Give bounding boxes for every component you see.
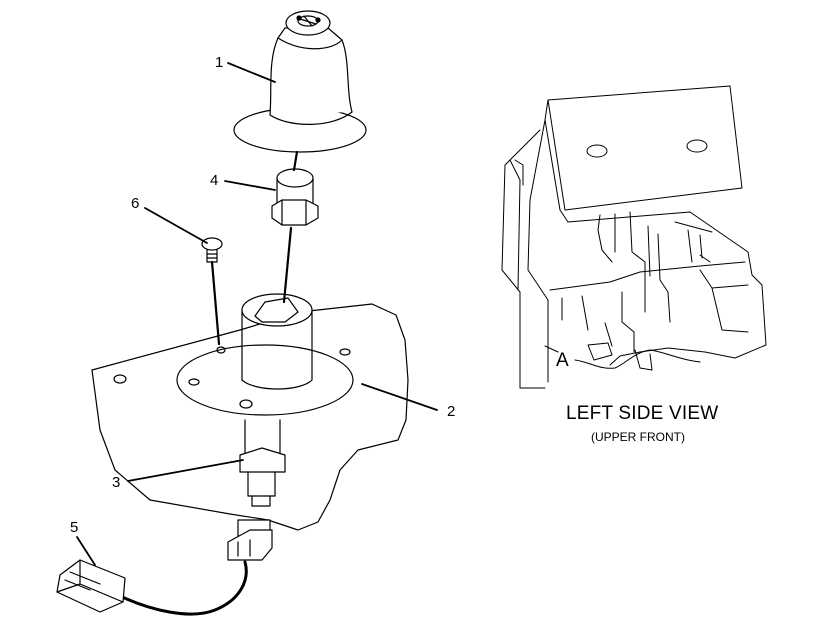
callout-1: 1 (215, 54, 224, 71)
leader-line-1 (227, 62, 276, 83)
left-side-view-illustration (501, 85, 767, 389)
connector (227, 519, 273, 561)
leader-line-3 (127, 459, 244, 482)
screw-part-6 (201, 237, 223, 263)
callout-2: 2 (447, 403, 456, 420)
view-marker-a: A (556, 350, 569, 371)
boot-cover-part-1 (233, 10, 367, 153)
nut-part-4 (271, 168, 319, 226)
leader-line-4 (224, 180, 276, 191)
view-subtitle: (UPPER FRONT) (591, 430, 685, 444)
axis-line-screw (210, 260, 221, 346)
callout-4: 4 (210, 172, 219, 189)
plug-part-5 (56, 559, 126, 613)
leader-line-2 (361, 383, 438, 411)
sensor-part-3 (239, 419, 286, 507)
axis-line-upper (292, 150, 299, 172)
callout-6: 6 (131, 195, 140, 212)
callout-3: 3 (112, 474, 121, 491)
leader-line-6 (144, 207, 208, 244)
view-title: LEFT SIDE VIEW (566, 403, 719, 424)
wire (118, 560, 248, 616)
leader-line-5 (76, 536, 96, 566)
axis-line-middle (282, 226, 293, 304)
callout-5: 5 (70, 519, 79, 536)
mounting-panel (91, 303, 409, 531)
switch-housing-part-2 (176, 293, 354, 416)
